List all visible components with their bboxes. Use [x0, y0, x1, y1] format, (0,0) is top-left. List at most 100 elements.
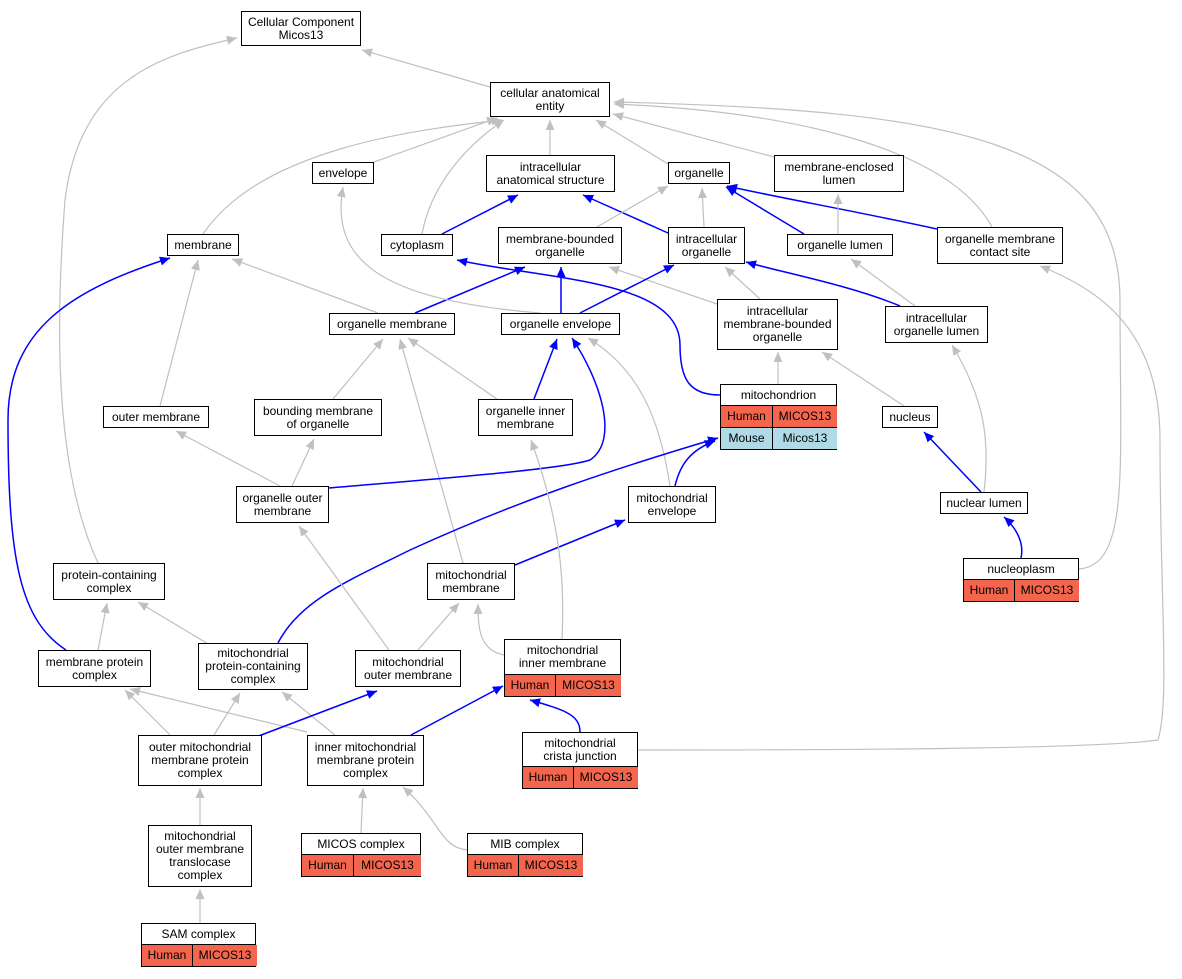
edge-is-a: [202, 119, 503, 235]
node-ommpc[interactable]: outer mitochondrial membrane protein com…: [138, 735, 262, 786]
node-label: intracellular organelle lumen: [893, 310, 980, 338]
node-omcs[interactable]: organelle membrane contact site: [937, 227, 1063, 264]
edge-arrowhead: [614, 97, 625, 107]
edge-arrowhead: [299, 526, 309, 537]
node-label: membrane protein complex: [45, 654, 144, 682]
node-mel[interactable]: membrane-enclosed lumen: [774, 155, 904, 192]
node-orgenv[interactable]: organelle envelope: [501, 313, 620, 335]
edge-arrowhead: [596, 120, 607, 130]
node-mitomem[interactable]: mitochondrial membrane: [427, 563, 515, 600]
node-oom[interactable]: organelle outer membrane: [236, 486, 329, 523]
edge-is-a: [298, 525, 390, 651]
edge-part-of: [579, 264, 675, 314]
node-mom[interactable]: mitochondrial outer membrane: [355, 650, 461, 687]
node-olumen[interactable]: organelle lumen: [787, 234, 893, 256]
edge-part-of: [456, 259, 721, 396]
edge-part-of: [255, 690, 378, 738]
edge-arrowhead: [230, 693, 240, 704]
node-ias[interactable]: intracellular anatomical structure: [486, 155, 615, 192]
edge-part-of: [1003, 516, 1023, 559]
edge-arrowhead: [449, 603, 459, 614]
node-mitoenv[interactable]: mitochondrial envelope: [628, 486, 716, 523]
node-cytoplasm[interactable]: cytoplasm: [381, 234, 453, 256]
node-label: mitochondrial crista junction: [543, 735, 617, 763]
node-label: mitochondrial outer membrane translocase…: [155, 829, 245, 882]
species-badge: Mouse: [721, 428, 772, 449]
node-mbo[interactable]: membrane-bounded organelle: [498, 227, 622, 264]
edge-part-of: [725, 186, 805, 235]
gene-badge: MICOS13: [353, 855, 421, 876]
gene-badge: MICOS13: [192, 945, 257, 966]
edge-arrowhead: [373, 339, 383, 350]
node-label: Cellular Component Micos13: [247, 14, 355, 42]
edge-part-of: [441, 194, 519, 235]
species-badge: Human: [523, 767, 573, 788]
edge-is-a: [129, 688, 308, 733]
gene-badge: MICOS13: [1014, 580, 1079, 601]
node-label: membrane: [174, 237, 232, 252]
gene-badge: MICOS13: [573, 767, 638, 788]
node-cae[interactable]: cellular anatomical entity: [490, 82, 610, 117]
node-organelle[interactable]: organelle: [668, 162, 730, 184]
node-root[interactable]: Cellular Component Micos13: [241, 11, 361, 46]
node-label: mitochondrion: [740, 387, 817, 402]
edge-is-a: [637, 265, 1165, 751]
edge-is-a: [137, 601, 211, 646]
edge-arrowhead: [473, 604, 483, 614]
node-membrane[interactable]: membrane: [167, 234, 239, 256]
species-badge: Human: [302, 855, 353, 876]
node-mpc[interactable]: membrane protein complex: [38, 650, 151, 687]
edge-arrowhead: [746, 260, 757, 270]
edge-arrowhead: [833, 194, 843, 204]
node-icol[interactable]: intracellular organelle lumen: [885, 306, 988, 343]
edge-arrowhead: [725, 267, 736, 278]
edge-arrowhead: [530, 440, 539, 451]
edge-arrowhead: [362, 48, 373, 58]
node-pcc[interactable]: protein-containing complex: [53, 563, 165, 600]
edge-is-a: [175, 430, 281, 487]
edge-arrowhead: [952, 345, 962, 356]
node-tom[interactable]: mitochondrial outer membrane translocase…: [148, 825, 252, 887]
edge-is-a: [595, 119, 669, 165]
node-icorg[interactable]: intracellular organelle: [668, 227, 745, 264]
node-label: intracellular anatomical structure: [496, 159, 605, 187]
edge-arrowhead: [125, 690, 136, 701]
edge-is-a: [124, 689, 171, 736]
edge-is-a: [613, 103, 993, 228]
node-label: mitochondrial protein-containing complex: [205, 646, 301, 686]
node-label: organelle outer membrane: [242, 490, 323, 518]
edge-arrowhead: [403, 787, 414, 798]
edge-arrowhead: [159, 256, 170, 266]
node-nuclumen[interactable]: nuclear lumen: [940, 492, 1028, 514]
node-orgmem[interactable]: organelle membrane: [329, 313, 455, 335]
node-envelope[interactable]: envelope: [312, 162, 374, 184]
node-label: MIB complex: [490, 836, 560, 851]
species-badge: Human: [142, 945, 192, 966]
node-label: cytoplasm: [389, 237, 445, 252]
node-imbo[interactable]: intracellular membrane-bounded organelle: [717, 299, 838, 350]
gene-badge: MICOS13: [772, 406, 837, 427]
edge-is-a: [613, 101, 1122, 570]
node-bmo[interactable]: bounding membrane of organelle: [254, 399, 382, 436]
edge-is-a: [332, 338, 384, 400]
node-outermem[interactable]: outer membrane: [103, 406, 209, 428]
edge-arrowhead: [195, 889, 205, 899]
node-label: membrane-enclosed lumen: [784, 159, 894, 187]
node-mpcc[interactable]: mitochondrial protein-containing complex: [198, 643, 308, 690]
edge-arrowhead: [138, 602, 149, 611]
node-immpc[interactable]: inner mitochondrial membrane protein com…: [307, 735, 424, 786]
gene-badge: MICOS13: [518, 855, 583, 876]
edge-is-a: [821, 351, 905, 407]
edge-arrowhead: [130, 686, 141, 696]
node-nucleus[interactable]: nucleus: [882, 406, 938, 428]
node-oim[interactable]: organelle inner membrane: [478, 399, 573, 436]
node-label: organelle: [674, 165, 724, 180]
